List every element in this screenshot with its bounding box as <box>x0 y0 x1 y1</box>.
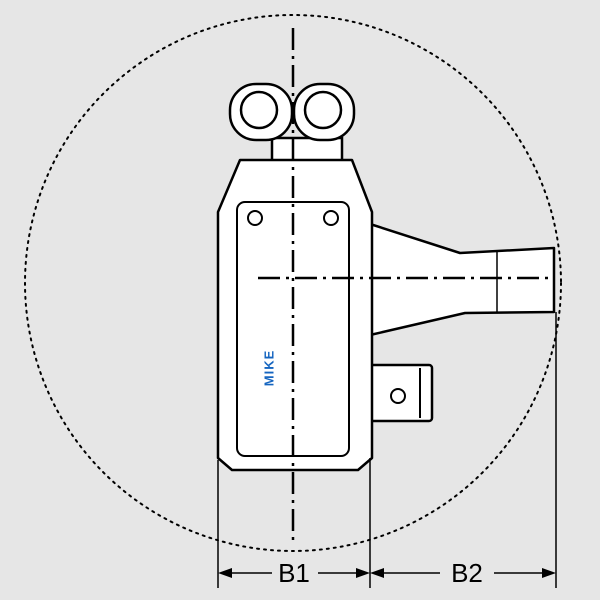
dimension-b2-label: B2 <box>451 558 483 588</box>
hose-couplings <box>228 82 356 164</box>
reaction-arm <box>368 222 556 337</box>
dimension-b2: B2 <box>370 558 556 588</box>
center-lines <box>258 28 555 540</box>
panel-screw-left <box>247 210 263 226</box>
panel-screw-right <box>323 210 339 226</box>
dimension-b1: B1 <box>218 558 370 588</box>
drive-pin-hole <box>390 388 406 404</box>
square-drive <box>364 363 434 423</box>
brand-logo: MIKE <box>261 350 276 387</box>
swing-radius-circle <box>24 14 562 552</box>
tool-housing <box>216 158 374 472</box>
dimension-b1-label: B1 <box>278 558 310 588</box>
extension-lines <box>217 312 557 588</box>
